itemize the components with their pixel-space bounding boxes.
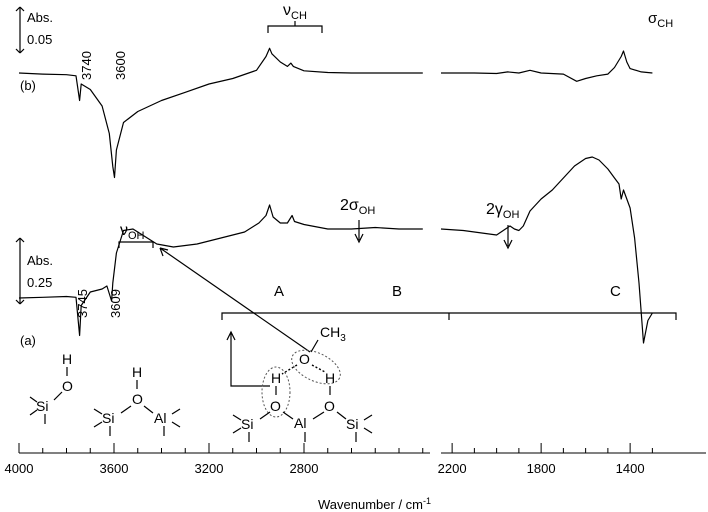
- region-label-a: A: [274, 283, 284, 300]
- complex-si2-atom: Si: [346, 416, 358, 432]
- bridging-al-atom: Al: [154, 410, 166, 426]
- x-tick-label: 2200: [438, 461, 467, 476]
- scale-bar-a-label-1: Abs.: [27, 253, 53, 268]
- series-line-a-segment-1: [18, 204, 423, 337]
- assignment-arrow: [159, 247, 311, 353]
- scale-bar-b-label-2: 0.05: [27, 32, 52, 47]
- peak-label-3740: 3740: [79, 51, 94, 80]
- complex-al-atom: Al: [294, 415, 306, 431]
- scale-bar-b: Abs. 0.05: [15, 6, 53, 54]
- x-tick-label: 1400: [616, 461, 645, 476]
- region-bracket: [221, 312, 677, 320]
- two-gamma-oh-label: 2γOH: [486, 201, 519, 221]
- peak-label-3600: 3600: [113, 51, 128, 80]
- region-label-c: C: [610, 283, 621, 300]
- region-label-b: B: [392, 283, 402, 300]
- x-tick-label: 3600: [100, 461, 129, 476]
- x-tick-label: 4000: [5, 461, 34, 476]
- nu-ch-bracket: νCH: [267, 2, 323, 33]
- x-axis: 4000 3600 3200 2800 2200 1800 1400: [5, 443, 706, 476]
- silanol-h-atom: H: [62, 351, 72, 367]
- complex-si1-atom: Si: [241, 416, 253, 432]
- scale-bar-a-label-2: 0.25: [27, 275, 52, 290]
- x-tick-label: 3200: [195, 461, 224, 476]
- x-axis-label: Wavenumber / cm-1: [318, 496, 431, 512]
- series-line-b-segment-2: [441, 50, 653, 82]
- peak-label-3745: 3745: [75, 289, 90, 318]
- scale-bar-b-label-1: Abs.: [27, 10, 53, 25]
- two-sigma-oh-annotation: 2σOH: [340, 197, 375, 244]
- complex-pointer: [230, 332, 270, 387]
- methanol-complex-structure: CH3 O H O Si Al H O Si: [232, 324, 373, 442]
- peak-label-3609: 3609: [108, 289, 123, 318]
- annotations: Abs. 0.05 Abs. 0.25 (b) (a) 3740 3600 37…: [15, 2, 677, 442]
- bridging-o-atom: O: [132, 391, 143, 407]
- bridging-oh-structure: H O Si Al: [93, 364, 181, 436]
- silanol-o-atom: O: [62, 378, 73, 394]
- two-gamma-oh-annotation: 2γOH: [486, 201, 519, 250]
- complex-h1-atom: H: [271, 370, 281, 386]
- methanol-o-atom: O: [299, 351, 310, 367]
- bridging-si-atom: Si: [102, 410, 114, 426]
- scale-bar-a: Abs. 0.25: [15, 237, 53, 305]
- nu-ch-label: νCH: [283, 2, 307, 22]
- x-tick-label: 2800: [290, 461, 319, 476]
- methanol-ch3-label: CH3: [320, 324, 346, 344]
- complex-o1-atom: O: [270, 398, 281, 414]
- sigma-ch-label: σCH: [648, 10, 673, 30]
- series-line-a-segment-2: [440, 156, 653, 344]
- bridging-h-atom: H: [132, 364, 142, 380]
- series-line-b-segment-1: [18, 47, 423, 179]
- nu-oh-bracket: νOH: [118, 222, 154, 248]
- x-tick-label: 1800: [527, 461, 556, 476]
- complex-h2-atom: H: [325, 370, 335, 386]
- complex-o2-atom: O: [324, 398, 335, 414]
- series-label-a: (a): [20, 333, 36, 348]
- two-sigma-oh-label: 2σOH: [340, 197, 375, 217]
- series-label-b: (b): [20, 78, 36, 93]
- nu-oh-label: νOH: [120, 222, 145, 242]
- silanol-structure: H O Si: [29, 351, 73, 424]
- silanol-si-atom: Si: [36, 398, 48, 414]
